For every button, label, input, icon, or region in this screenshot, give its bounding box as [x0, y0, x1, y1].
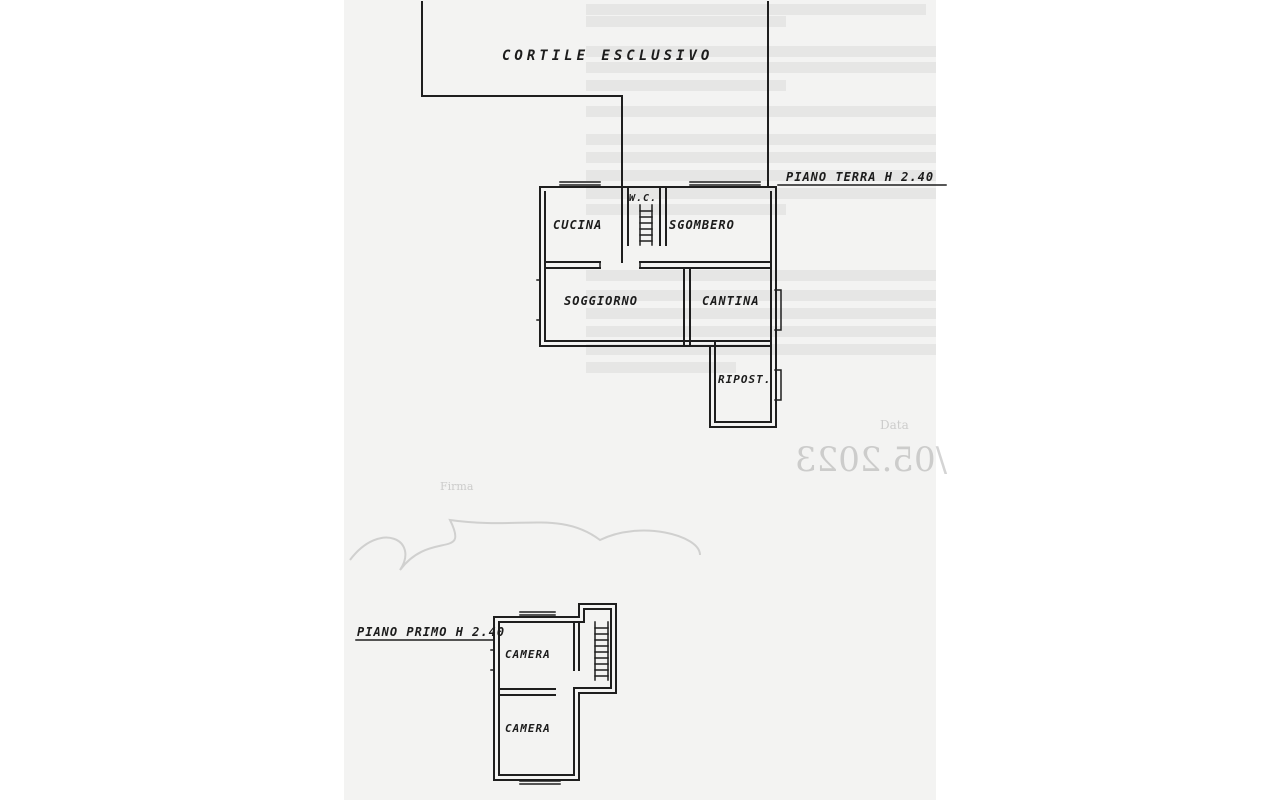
room-label-ripostiglio: RIPOST. [718, 373, 772, 386]
room-label-camera-1: CAMERA [505, 648, 551, 661]
ground-floor-interior-walls [544, 186, 772, 347]
room-label-wc: W.C. [629, 193, 658, 204]
first-floor-label: PIANO PRIMO H 2.40 [357, 625, 506, 639]
room-label-soggiorno: SOGGIORNO [564, 294, 639, 308]
room-label-cucina: CUCINA [553, 218, 603, 232]
ground-floor-windows [536, 181, 782, 401]
background-data-label: Data [880, 418, 909, 432]
first-floor-windows [490, 611, 561, 785]
first-floor-walls [493, 603, 617, 781]
courtyard-label: CORTILE ESCLUSIVO [502, 48, 714, 64]
courtyard-outline [421, 1, 769, 188]
room-label-sgombero: SGOMBERO [669, 218, 735, 232]
room-label-cantina: CANTINA [702, 294, 760, 308]
ground-floor-label: PIANO TERRA H 2.40 [786, 170, 935, 184]
first-floor-stairs [594, 621, 609, 681]
background-firma-label: Firma [440, 480, 474, 493]
ground-floor-stairs [639, 204, 653, 246]
room-label-camera-2: CAMERA [505, 722, 551, 735]
document-sheet [344, 0, 936, 800]
ground-floor-walls [539, 186, 777, 428]
